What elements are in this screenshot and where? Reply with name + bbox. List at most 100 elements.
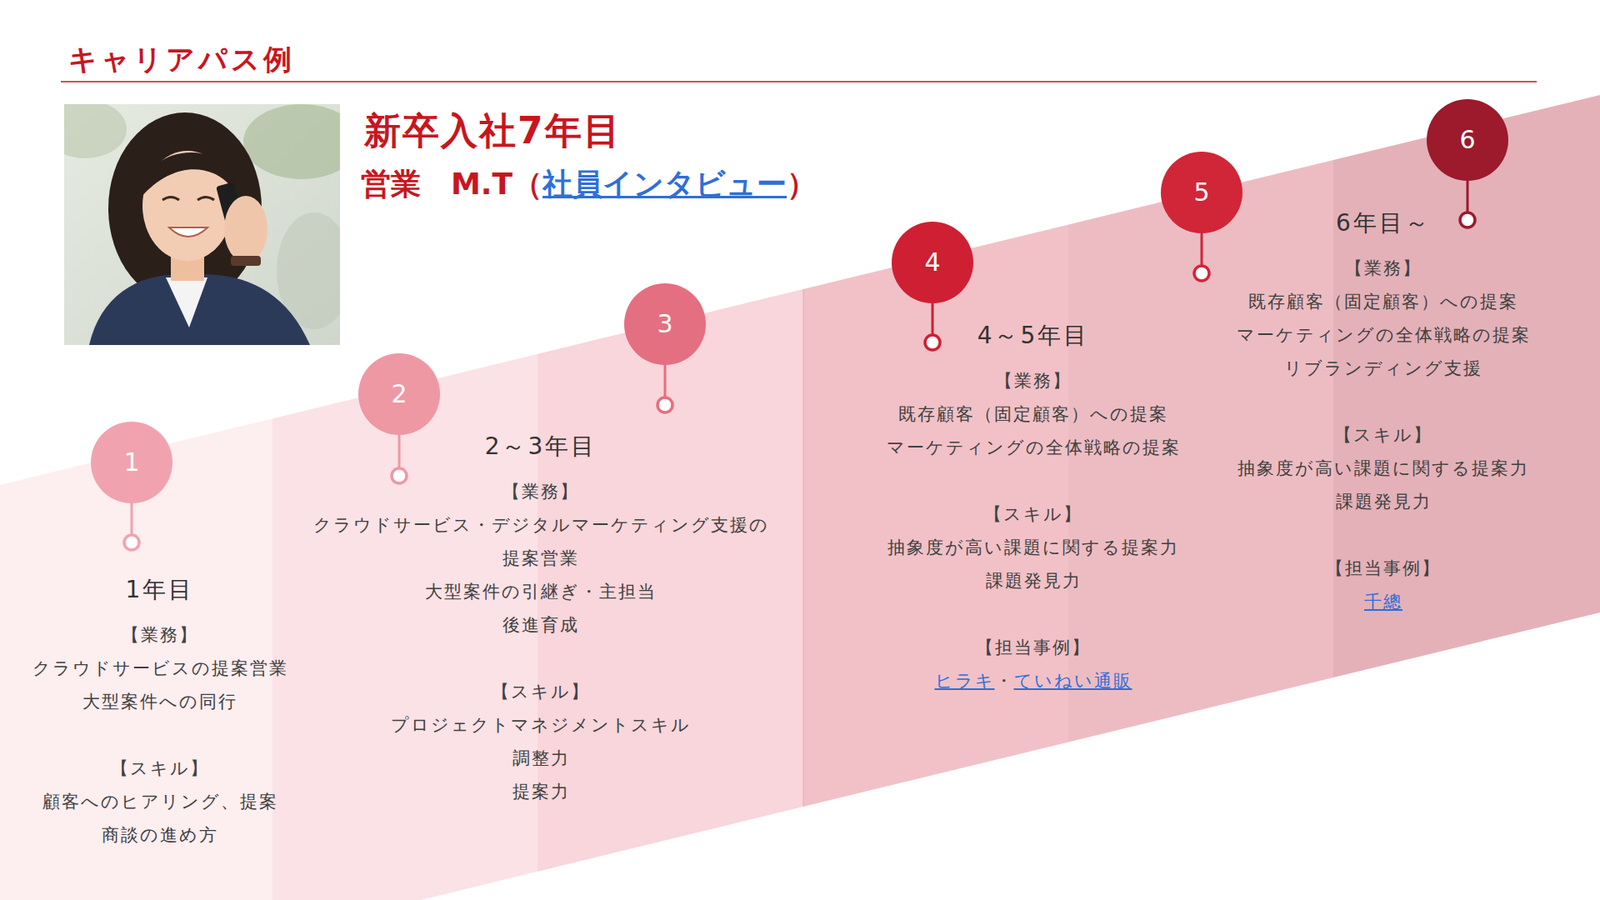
text-row: マーケティングの全体戦略の提案 — [1208, 318, 1559, 352]
step-circle: 3 — [624, 283, 706, 365]
callout-number: 6 — [1459, 127, 1475, 153]
header-text: 新卒入社7年目 — [364, 109, 622, 152]
text-row: 提案力 — [299, 775, 783, 809]
header-text: 営業 M.T（ — [360, 166, 543, 201]
callout-number: 4 — [924, 250, 940, 275]
text-row: リブランディング支援 — [1208, 351, 1559, 385]
case-link: ていねい通販 — [1014, 670, 1133, 691]
text-row: プロジェクトマネジメントスキル — [299, 708, 783, 742]
circle-fill — [1160, 151, 1243, 234]
item-text: クラウドサービス・デジタルマーケティング支援の 提案営業 — [313, 515, 770, 569]
text-row: 抽象度が高い課題に関する提案力 — [1208, 451, 1559, 485]
section-heading: 【スキル】 — [110, 758, 210, 779]
text-row: 【担当事例】 — [858, 630, 1209, 665]
section-heading: 【スキル】 — [984, 504, 1083, 525]
text-row: クラウドサービス・デジタルマーケティング支援の 提案営業 — [299, 508, 783, 575]
band-column — [0, 0, 273, 900]
text-row: 【業務】 — [10, 618, 310, 652]
pin-line — [398, 435, 401, 469]
slide-title: キャリアパス例 — [68, 41, 295, 77]
item-text: 課題発見力 — [985, 570, 1082, 591]
pin-ring — [1194, 265, 1210, 281]
item-text: クラウドサービスの提案営業 — [32, 658, 289, 679]
item-text: 既存顧客（固定顧客）への提案 — [1248, 291, 1519, 312]
pin-line — [1466, 180, 1470, 213]
text-row: 商談の進め方 — [10, 818, 310, 852]
circle-fill — [891, 221, 974, 304]
circle-fill — [624, 283, 706, 365]
text-row: 大型案件への同行 — [10, 685, 310, 719]
item-text: プロジェクトマネジメントスキル — [390, 715, 691, 735]
band-column — [1333, 0, 1600, 900]
text-row: 【スキル】 — [858, 497, 1209, 531]
callout-number: 1 — [123, 450, 140, 475]
item-text: 提案力 — [512, 781, 570, 802]
year-label: 6年目～ — [1335, 209, 1431, 237]
item-text: マーケティングの全体戦略の提案 — [1236, 325, 1531, 345]
text-row: 4～5年目 — [858, 319, 1209, 353]
circle-fill — [1426, 99, 1509, 181]
step-circle: 2 — [358, 353, 440, 435]
item-text: マーケティングの全体戦略の提案 — [886, 437, 1181, 458]
text-row: 2～3年目 — [299, 430, 783, 464]
text-row: クラウドサービスの提案営業 — [10, 651, 310, 685]
text-row: 6年目～ — [1208, 206, 1559, 240]
pin-line — [664, 365, 667, 398]
item-text: 顧客へのヒアリング、提案 — [42, 791, 279, 812]
year-label: 4～5年目 — [977, 321, 1090, 350]
photo-smile — [169, 227, 208, 237]
item-text: 大型案件の引継ぎ・主担当 — [425, 581, 657, 602]
item-text: 抽象度が高い課題に関する提案力 — [887, 537, 1180, 558]
photo-eye — [162, 197, 180, 201]
text-row: 【スキル】 — [299, 675, 783, 709]
section-heading: 【業務】 — [502, 481, 580, 502]
item-text: 課題発見力 — [1335, 491, 1432, 512]
step-circle: 6 — [1426, 99, 1509, 181]
section-heading: 【スキル】 — [1334, 425, 1433, 445]
section-heading: 【スキル】 — [491, 681, 590, 702]
text-row: 既存顧客（固定顧客）への提案 — [1208, 285, 1559, 319]
item-text: リブランディング支援 — [1284, 358, 1483, 379]
pin-ring — [124, 535, 140, 550]
pin-ring — [1460, 212, 1475, 228]
photo-eye — [197, 197, 215, 201]
band-divider — [803, 0, 805, 900]
stage-block: 2～3年目【業務】クラウドサービス・デジタルマーケティング支援の 提案営業大型案… — [299, 430, 783, 809]
callout-number: 3 — [656, 311, 673, 337]
text-row: 顧客へのヒアリング、提案 — [10, 785, 310, 819]
step-circle: 5 — [1160, 151, 1243, 234]
section-heading: 【担当事例】 — [1325, 558, 1441, 579]
callout-number: 5 — [1193, 180, 1210, 205]
text-row: 大型案件の引継ぎ・主担当 — [299, 575, 783, 609]
text-row: 【業務】 — [858, 364, 1209, 398]
year-label: 2～3年目 — [485, 432, 598, 460]
circle-fill — [90, 421, 173, 504]
step-circle: 1 — [90, 421, 173, 504]
case-link: 千總 — [1364, 591, 1403, 612]
section-heading: 【業務】 — [1345, 258, 1422, 279]
item-text: 後進育成 — [502, 615, 580, 635]
interview-link: 社員インタビュー — [542, 166, 787, 201]
item-text: 調整力 — [512, 748, 570, 769]
photo-hand — [224, 195, 268, 263]
text-row: マーケティングの全体戦略の提案 — [858, 430, 1209, 465]
text-row: 抽象度が高い課題に関する提案力 — [858, 530, 1209, 565]
header-line: 営業 M.T（社員インタビュー） — [360, 165, 817, 204]
text-row: 【業務】 — [1208, 251, 1559, 285]
photo-blazer — [89, 274, 310, 345]
text-row: 課題発見力 — [858, 564, 1209, 598]
text-row: 【スキル】 — [1208, 418, 1559, 452]
item-text: 既存顧客（固定顧客）への提案 — [898, 404, 1169, 425]
text-row: 調整力 — [299, 741, 783, 775]
step-circle: 4 — [891, 221, 974, 304]
photo-foliage — [64, 104, 127, 159]
photo-foliage — [243, 104, 340, 180]
section-heading: 【担当事例】 — [975, 637, 1091, 658]
header-line: 新卒入社7年目 — [364, 108, 622, 154]
pin-line — [1200, 233, 1204, 266]
text-row: 後進育成 — [299, 608, 783, 642]
text-row: 【業務】 — [299, 475, 783, 509]
